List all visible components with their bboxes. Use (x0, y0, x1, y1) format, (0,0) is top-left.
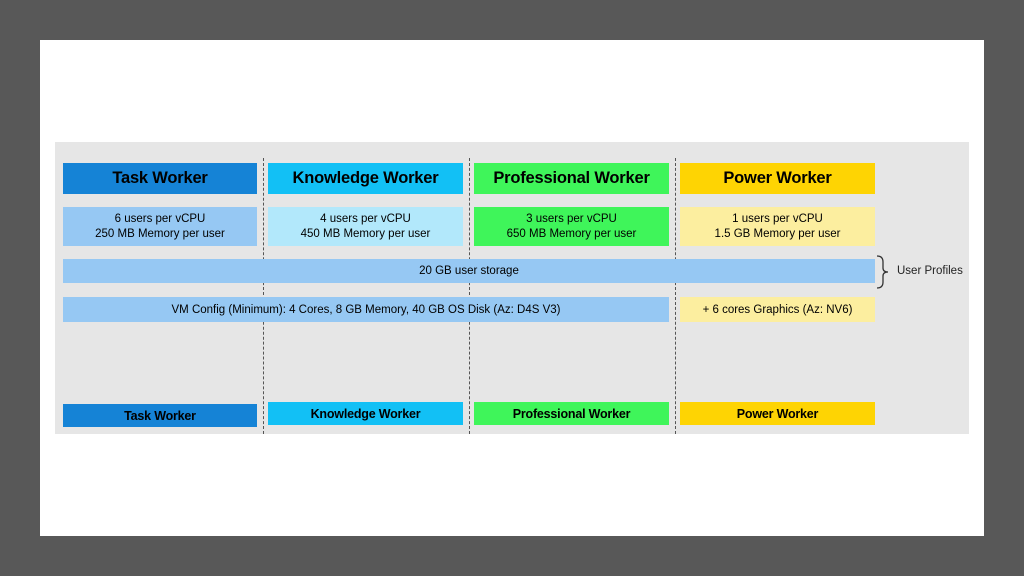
professional-worker-specs: 3 users per vCPU 650 MB Memory per user (474, 207, 669, 246)
task-worker-footer: Task Worker (63, 404, 257, 427)
users-per-vcpu: 1 users per vCPU (732, 212, 823, 225)
curly-brace-icon (876, 255, 889, 289)
memory-per-user: 650 MB Memory per user (506, 227, 637, 240)
users-per-vcpu: 6 users per vCPU (114, 212, 206, 225)
task-worker-header: Task Worker (63, 163, 257, 194)
column-divider (675, 158, 676, 434)
column-divider (469, 158, 470, 434)
users-per-vcpu: 4 users per vCPU (320, 212, 411, 225)
user-profiles-label: User Profiles (897, 265, 963, 277)
memory-per-user: 250 MB Memory per user (95, 227, 225, 240)
power-worker-specs: 1 users per vCPU 1.5 GB Memory per user (680, 207, 875, 246)
knowledge-worker-header: Knowledge Worker (268, 163, 463, 194)
knowledge-worker-footer: Knowledge Worker (268, 402, 463, 425)
users-per-vcpu: 3 users per vCPU (526, 212, 617, 225)
memory-per-user: 450 MB Memory per user (300, 227, 431, 240)
task-worker-specs: 6 users per vCPU 250 MB Memory per user (63, 207, 257, 246)
column-divider (263, 158, 264, 434)
memory-per-user: 1.5 GB Memory per user (714, 227, 841, 240)
knowledge-worker-specs: 4 users per vCPU 450 MB Memory per user (268, 207, 463, 246)
power-worker-footer: Power Worker (680, 402, 875, 425)
user-storage-bar: 20 GB user storage (63, 259, 875, 283)
power-worker-header: Power Worker (680, 163, 875, 194)
graphics-bar: + 6 cores Graphics (Az: NV6) (680, 297, 875, 322)
professional-worker-footer: Professional Worker (474, 402, 669, 425)
professional-worker-header: Professional Worker (474, 163, 669, 194)
vm-config-bar: VM Config (Minimum): 4 Cores, 8 GB Memor… (63, 297, 669, 322)
